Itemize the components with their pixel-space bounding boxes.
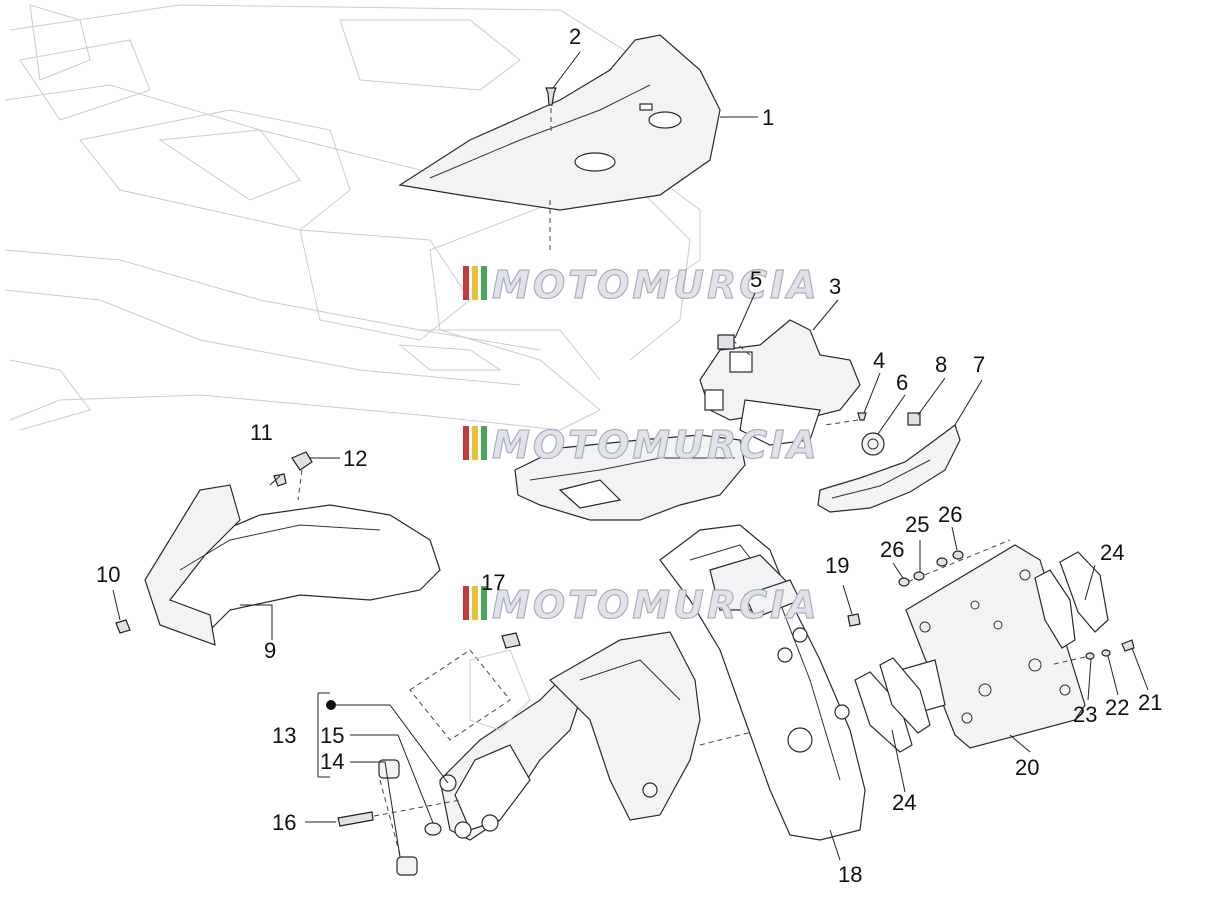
callout-9: 9 — [264, 638, 276, 663]
callout-13: 13 — [272, 723, 296, 748]
callout-10: 10 — [96, 562, 120, 587]
part-16-bolt — [337, 799, 461, 827]
callout-26-left: 26 — [880, 537, 904, 562]
part-7-reflector — [817, 424, 961, 513]
part-13-bracket — [439, 649, 581, 841]
callout-7: 7 — [973, 352, 985, 377]
watermark-stripes-1 — [463, 266, 487, 300]
part-5-clip — [717, 334, 735, 350]
callout-15: 15 — [320, 723, 344, 748]
watermark-text-3: MOTOMURCIA — [492, 583, 820, 627]
watermark-stripes-2 — [463, 426, 487, 460]
callout-24-top: 24 — [1100, 540, 1124, 565]
callout-26-right: 26 — [938, 502, 962, 527]
callout-18: 18 — [838, 862, 862, 887]
callout-labels: 2 1 3 5 4 6 8 7 11 12 10 9 17 13 15 14 1… — [96, 24, 1162, 887]
callout-17: 17 — [481, 570, 505, 595]
part-8-clip — [907, 412, 921, 426]
callout-14: 14 — [320, 749, 344, 774]
callout-5: 5 — [750, 267, 762, 292]
callout-24-bottom: 24 — [892, 790, 916, 815]
part-15-bushing — [424, 822, 442, 836]
part-3-bracket — [699, 319, 861, 446]
part-12-clip — [291, 451, 313, 501]
callout-11: 11 — [250, 420, 273, 445]
callout-4: 4 — [873, 348, 885, 373]
part-18-rear-mudguard — [659, 524, 866, 841]
callout-25: 25 — [905, 512, 929, 537]
callout-3: 3 — [829, 274, 841, 299]
watermark-text-2: MOTOMURCIA — [492, 423, 820, 467]
callout-19: 19 — [825, 553, 849, 578]
part-4-screw — [824, 412, 867, 426]
part-2-screw — [545, 87, 557, 250]
scooter-body-ghost — [4, 4, 701, 431]
part-11-screw — [273, 473, 287, 487]
part-1-tray-cover — [398, 34, 721, 211]
callout-2: 2 — [569, 24, 581, 49]
part-10-bolt — [115, 619, 131, 634]
part-17-nut — [409, 632, 521, 741]
part-19-screw — [847, 613, 861, 627]
callout-21: 21 — [1138, 690, 1162, 715]
tail-light-assembly — [514, 434, 746, 521]
mudguard-mount — [549, 631, 761, 821]
bullet-marker — [326, 700, 336, 710]
part-9-inner-mudguard — [144, 484, 441, 646]
parts-21-22-23-fasteners — [1049, 639, 1135, 666]
parts-25-26-fasteners — [898, 550, 964, 587]
callout-1: 1 — [762, 105, 774, 130]
part-14-spacers — [378, 759, 418, 876]
callout-16: 16 — [272, 810, 296, 835]
watermark-text-1: MOTOMURCIA — [492, 263, 820, 307]
watermark-stripes-3 — [463, 586, 487, 620]
callout-22: 22 — [1105, 695, 1129, 720]
leader-lines — [112, 51, 1149, 861]
callout-20: 20 — [1015, 755, 1039, 780]
callout-12: 12 — [343, 446, 367, 471]
part-6-grommet — [861, 432, 885, 456]
part-24-gaskets — [854, 551, 1109, 753]
callout-6: 6 — [896, 370, 908, 395]
callout-8: 8 — [935, 352, 947, 377]
callout-23: 23 — [1073, 702, 1097, 727]
watermark: MOTOMURCIA MOTOMURCIA MOTOMURCIA — [463, 262, 820, 628]
